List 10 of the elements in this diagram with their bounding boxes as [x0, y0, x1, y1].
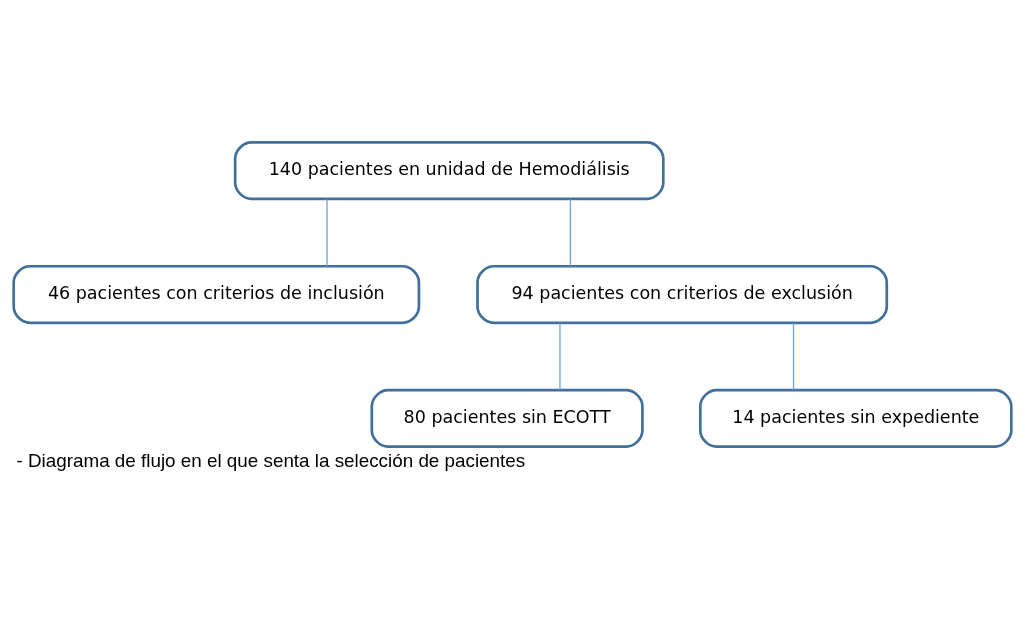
- connector: [326, 198, 328, 267]
- connector: [559, 322, 561, 391]
- node-box: 80 pacientes sin ECOTT: [370, 388, 644, 448]
- node-box: 46 pacientes con criterios de inclusión: [12, 264, 421, 325]
- node-box: 140 pacientes en unidad de Hemodiálisis: [233, 141, 665, 201]
- caption: - Diagrama de flujo en el que senta la selección de pacientes: [16, 450, 526, 472]
- node-box: 14 pacientes sin expediente: [698, 388, 1013, 448]
- node-box: 94 pacientes con criterios de exclusión: [476, 264, 889, 325]
- connector: [792, 322, 795, 391]
- connector: [569, 198, 572, 267]
